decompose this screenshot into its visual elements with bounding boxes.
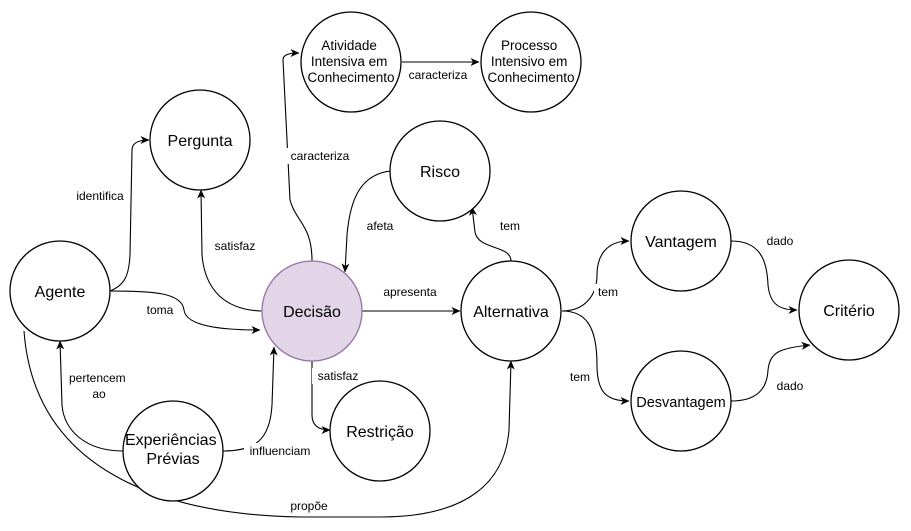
node-experiencias-line1: Experiências: [125, 432, 217, 449]
nodes: Atividade Intensiva em Conhecimento Proc…: [9, 11, 900, 502]
edge-label-dado-desvantagem: dado: [777, 379, 804, 393]
edge-label-tem-desvantagem: tem: [570, 370, 590, 384]
edge-label-caracteriza-left: caracteriza: [291, 149, 350, 163]
edge-label-dado-vantagem: dado: [767, 234, 794, 248]
edge-label-influenciam: influenciam: [250, 444, 311, 458]
node-restricao-label: Restrição: [346, 424, 414, 441]
edges: caracteriza caracteriza identifica satis…: [23, 49, 811, 518]
edge-label-propoe: propõe: [290, 499, 328, 513]
node-criterio[interactable]: Critério: [798, 259, 900, 361]
edge-label-pertencem-line1: pertencem: [69, 371, 126, 385]
node-atividade-line3: Conhecimento: [307, 70, 394, 85]
edge-agente-decisao: [109, 290, 261, 334]
node-desvantagem[interactable]: Desvantagem: [630, 350, 732, 452]
node-pergunta-label: Pergunta: [168, 133, 233, 150]
node-decisao-label: Decisão: [283, 304, 341, 321]
node-processo-line2: Intensivo em: [491, 54, 568, 69]
edge-label-afeta: afeta: [367, 219, 394, 233]
node-pergunta[interactable]: Pergunta: [149, 89, 251, 191]
node-processo-line1: Processo: [501, 38, 557, 53]
node-agente[interactable]: Agente: [9, 240, 111, 342]
edge-label-tem-vantagem: tem: [598, 285, 618, 299]
node-risco-label: Risco: [420, 164, 460, 181]
node-processo-line3: Conhecimento: [487, 70, 574, 85]
edge-decisao-restricao: [311, 361, 331, 434]
node-vantagem-label: Vantagem: [645, 234, 717, 251]
node-vantagem[interactable]: Vantagem: [630, 190, 732, 292]
edge-label-apresenta: apresenta: [383, 285, 437, 299]
edge-decisao-pergunta: [197, 189, 263, 312]
edge-alternativa-risco: [469, 206, 512, 262]
edge-decisao-atividade: [282, 49, 313, 262]
node-atividade[interactable]: Atividade Intensiva em Conhecimento: [300, 11, 402, 113]
edge-desvantagem-criterio: [730, 341, 811, 402]
edge-label-caracteriza-top: caracteriza: [409, 68, 468, 82]
node-experiencias-line2: Prévias: [146, 451, 199, 468]
edge-label-satisfaz-pergunta: satisfaz: [215, 239, 256, 253]
node-alternativa-label: Alternativa: [473, 304, 549, 321]
edge-label-satisfaz-restricao: satisfaz: [318, 369, 359, 383]
node-alternativa[interactable]: Alternativa: [460, 260, 562, 362]
svg-text:Atividade Intensiva em: Atividade Intensiva em Conhecimento: [307, 38, 394, 85]
node-desvantagem-label: Desvantagem: [636, 395, 725, 411]
edge-agente-alternativa: [23, 330, 515, 518]
node-decisao[interactable]: Decisão: [261, 260, 363, 362]
svg-text:Processo Intensivo em: Processo Intensivo em Conhecimento: [487, 38, 574, 85]
node-risco[interactable]: Risco: [389, 120, 491, 222]
node-atividade-line1: Atividade: [321, 38, 377, 53]
edge-alternativa-vantagem: [561, 237, 630, 312]
edge-risco-decisao: [341, 170, 391, 273]
edge-experiencias-agente: [56, 340, 124, 452]
node-agente-label: Agente: [35, 284, 86, 301]
node-restricao[interactable]: Restrição: [329, 380, 431, 482]
node-criterio-label: Critério: [823, 303, 875, 320]
edge-vantagem-criterio: [730, 240, 798, 314]
edge-label-toma: toma: [147, 303, 174, 317]
node-atividade-line2: Intensiva em: [311, 54, 388, 69]
node-processo[interactable]: Processo Intensivo em Conhecimento: [480, 11, 582, 113]
node-experiencias[interactable]: Experiências Prévias: [122, 400, 224, 502]
edge-alternativa-desvantagem: [561, 310, 630, 405]
svg-text:Experiências Prévias: Experiências Prévias: [125, 432, 221, 468]
edge-label-tem-risco: tem: [500, 219, 520, 233]
edge-label-identifica: identifica: [76, 189, 124, 203]
edge-label-pertencem-line2: ao: [92, 387, 106, 401]
edge-agente-pergunta: [109, 136, 150, 292]
edge-experiencias-decisao: [222, 346, 278, 452]
edge-label-pertencem: pertencem ao: [69, 371, 129, 401]
